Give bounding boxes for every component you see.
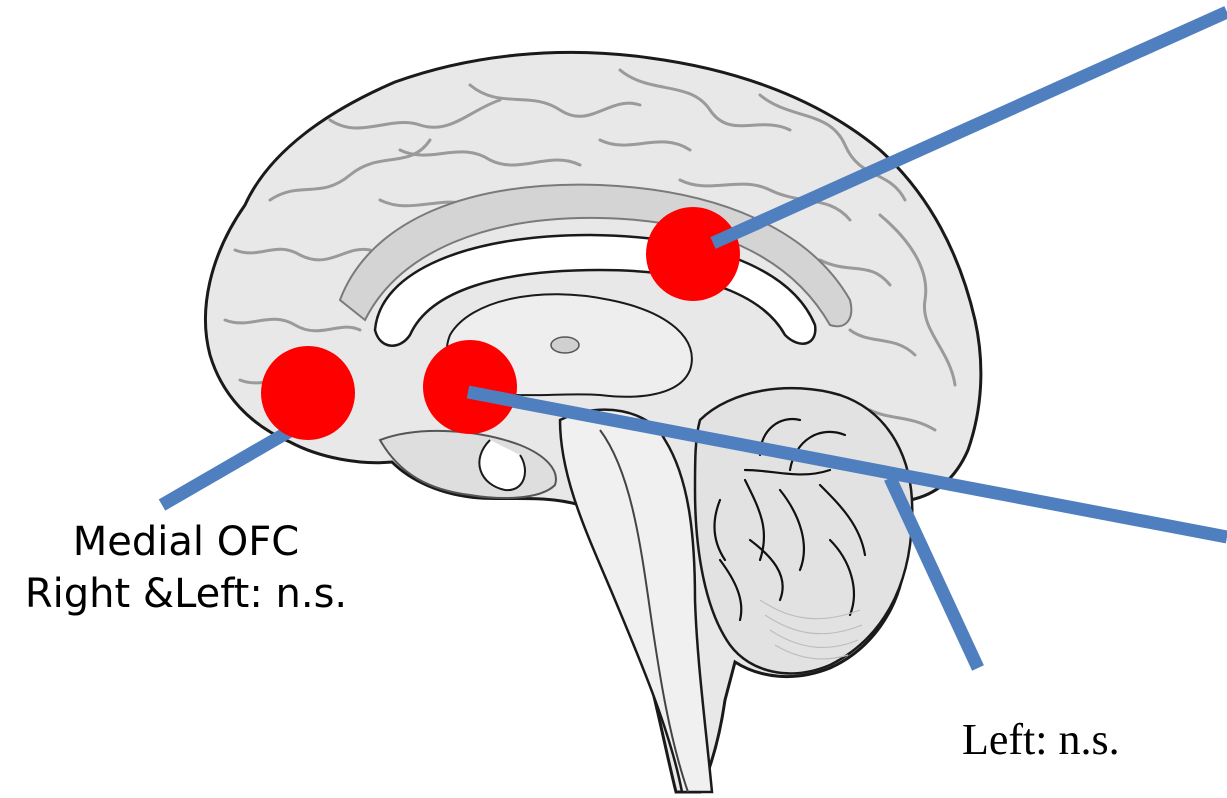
cingulate-marker (646, 207, 740, 301)
medial-ofc-title: Medial OFC (0, 516, 372, 568)
medial-ofc-connector-line (162, 424, 302, 505)
thalamus-highlight (551, 337, 579, 353)
medial-ofc-detail: Right &Left: n.s. (0, 568, 372, 620)
bottom-right-label: Left: n.s. (962, 712, 1202, 768)
medial-ofc-label: Medial OFC Right &Left: n.s. (0, 516, 372, 620)
bottom-right-label-text: Left: n.s. (962, 712, 1202, 768)
medial-ofc-marker (261, 346, 355, 440)
cerebellum (695, 388, 912, 673)
